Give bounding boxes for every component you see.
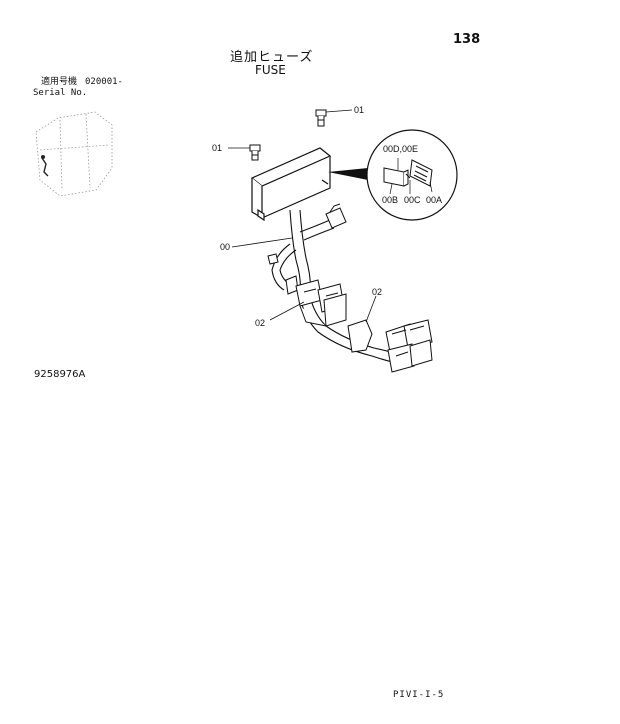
title-japanese: 追加ヒューズ: [230, 50, 314, 65]
callout-detail-b: 00B: [382, 195, 398, 205]
callout-bolt-top: 01: [354, 105, 364, 115]
drawing-number: 9258976A: [34, 369, 86, 380]
bolt-top: [315, 109, 327, 127]
callout-detail-a: 00A: [426, 195, 442, 205]
serial-value: 020001-: [85, 77, 123, 87]
leader-clamp-left: [269, 301, 305, 321]
leader-detail-b: [389, 183, 393, 195]
serial-info: 適用号機 020001- Serial No.: [33, 77, 123, 99]
callout-clamp-right: 02: [372, 287, 382, 297]
thumbnail-dot: [41, 155, 45, 159]
page-number: 138: [453, 32, 481, 47]
fuse-holder-detail: [383, 159, 433, 187]
callout-harness: 00: [220, 242, 230, 252]
serial-label-en: Serial No.: [33, 88, 88, 98]
leader-harness: [231, 237, 293, 248]
page-code: PIVI-I-5: [393, 690, 445, 700]
clamp-band-right: [347, 319, 373, 353]
callout-detail-top: 00D,00E: [383, 144, 418, 154]
connector-cluster-right: [385, 319, 433, 373]
leader-clamp-right: [365, 295, 377, 323]
machine-thumbnail: [35, 111, 113, 197]
leader-bolt-top: [325, 109, 353, 113]
callout-bolt-left: 01: [212, 143, 222, 153]
connector-cluster-middle: [295, 279, 347, 327]
leader-detail-a: [429, 181, 433, 193]
serial-label-jp: 適用号機: [41, 77, 78, 87]
callout-detail-c: 00C: [404, 195, 421, 205]
connector-top: [325, 203, 347, 229]
fuse-box: [250, 147, 332, 222]
bolt-left: [249, 144, 261, 161]
detail-arrow: [328, 168, 368, 180]
callout-clamp-left: 02: [255, 318, 265, 328]
thumbnail-marker: [41, 157, 49, 177]
title-english: FUSE: [255, 63, 286, 77]
